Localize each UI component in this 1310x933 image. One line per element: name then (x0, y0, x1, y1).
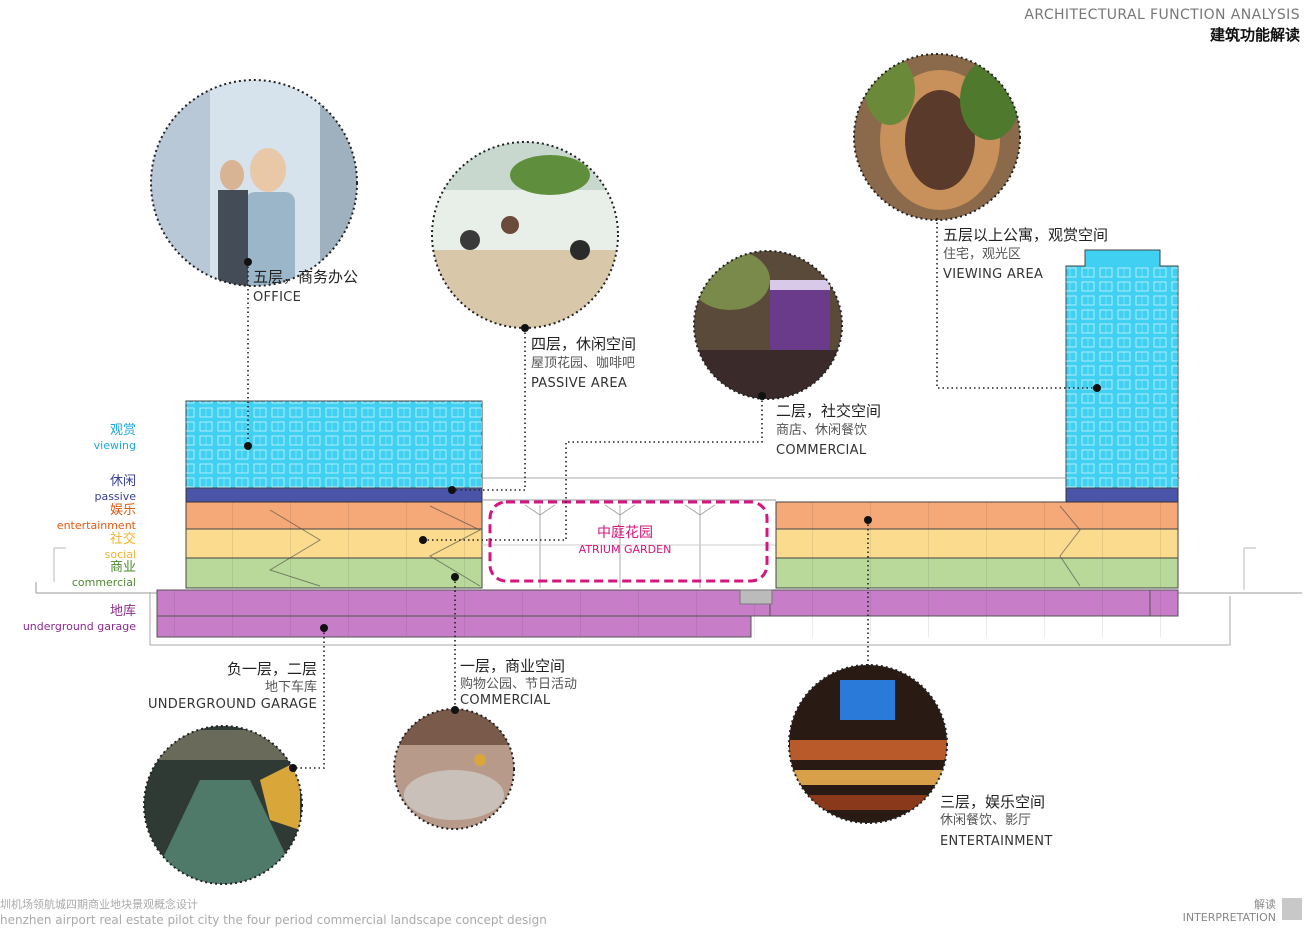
legend-social-cn: 社交 (109, 532, 136, 547)
garage-label-sub: 地下车库 (264, 680, 317, 695)
photo-office (150, 79, 358, 287)
legend-passive-en: passive (94, 490, 136, 503)
marker-dots (244, 258, 1101, 772)
legend-entertainment-cn: 娱乐 (109, 503, 136, 518)
photo-plaza (393, 708, 515, 830)
legend-social-en: social (104, 548, 136, 561)
social-label-sub: 商店、休闲餐饮 (776, 423, 868, 438)
footer-section-cn: 解读 (1254, 898, 1276, 911)
legend-garage-cn: 地库 (109, 604, 136, 619)
office-label-cn: 五层，商务办公 (253, 268, 359, 286)
footer-square-icon (1282, 898, 1302, 920)
commercial-label-en: COMMERCIAL (460, 693, 551, 708)
photo-cafe (431, 141, 619, 329)
leader-lines (247, 218, 1097, 769)
commercial-label-cn: 一层，商业空间 (460, 657, 566, 675)
viewing-label-cn: 五层以上公寓，观赏空间 (943, 226, 1109, 244)
header-title-cn: 建筑功能解读 (1209, 26, 1300, 44)
entertainment-label-cn: 三层，娱乐空间 (940, 793, 1046, 811)
footer-section-en: INTERPRETATION (1182, 911, 1276, 924)
left-podium (185, 400, 483, 589)
residential-tower (1065, 249, 1179, 503)
photo-garage (143, 725, 303, 885)
atrium-label-cn: 中庭花园 (597, 525, 653, 541)
entertainment-label-en: ENTERTAINMENT (940, 834, 1053, 849)
header-title-en: ARCHITECTURAL FUNCTION ANALYSIS (1024, 7, 1300, 23)
footer-project-cn: 圳机场领航城四期商业地块景观概念设计 (0, 898, 198, 911)
garage-label-cn: 负一层，二层 (226, 660, 317, 678)
atrium-highlight (488, 500, 769, 583)
legend-entertainment-en: entertainment (56, 519, 136, 532)
garage-label-en: UNDERGROUND GARAGE (147, 697, 317, 712)
passive-label-cn: 四层，休闲空间 (531, 335, 637, 353)
right-podium (775, 501, 1179, 589)
photo-terrace (853, 53, 1021, 221)
photo-espresso (693, 250, 843, 400)
legend-viewing-cn: 观赏 (109, 423, 136, 438)
office-label-en: OFFICE (253, 290, 302, 305)
commercial-label-sub: 购物公园、节日活动 (460, 677, 578, 692)
passive-label-en: PASSIVE AREA (531, 376, 628, 391)
atrium-structure (482, 499, 776, 605)
photo-cinema (788, 664, 948, 824)
entertainment-label-sub: 休闲餐饮、影厅 (940, 813, 1032, 828)
legend-commercial-cn: 商业 (109, 560, 136, 575)
atrium-label-en: ATRIUM GARDEN (578, 543, 672, 556)
social-label-cn: 二层，社交空间 (776, 402, 882, 420)
social-label-en: COMMERCIAL (776, 443, 867, 458)
legend-viewing-en: viewing (93, 439, 136, 452)
legend-commercial-en: commercial (71, 576, 136, 589)
viewing-label-sub: 住宅，观光区 (943, 247, 1022, 262)
footer-project-en: henzhen airport real estate pilot city t… (0, 913, 547, 927)
legend-garage-en: underground garage (22, 620, 136, 633)
passive-label-sub: 屋顶花园、咖啡吧 (531, 356, 636, 371)
legend-passive-cn: 休闲 (109, 474, 136, 489)
viewing-label-en: VIEWING AREA (943, 267, 1044, 282)
garage-floors (156, 589, 1179, 638)
